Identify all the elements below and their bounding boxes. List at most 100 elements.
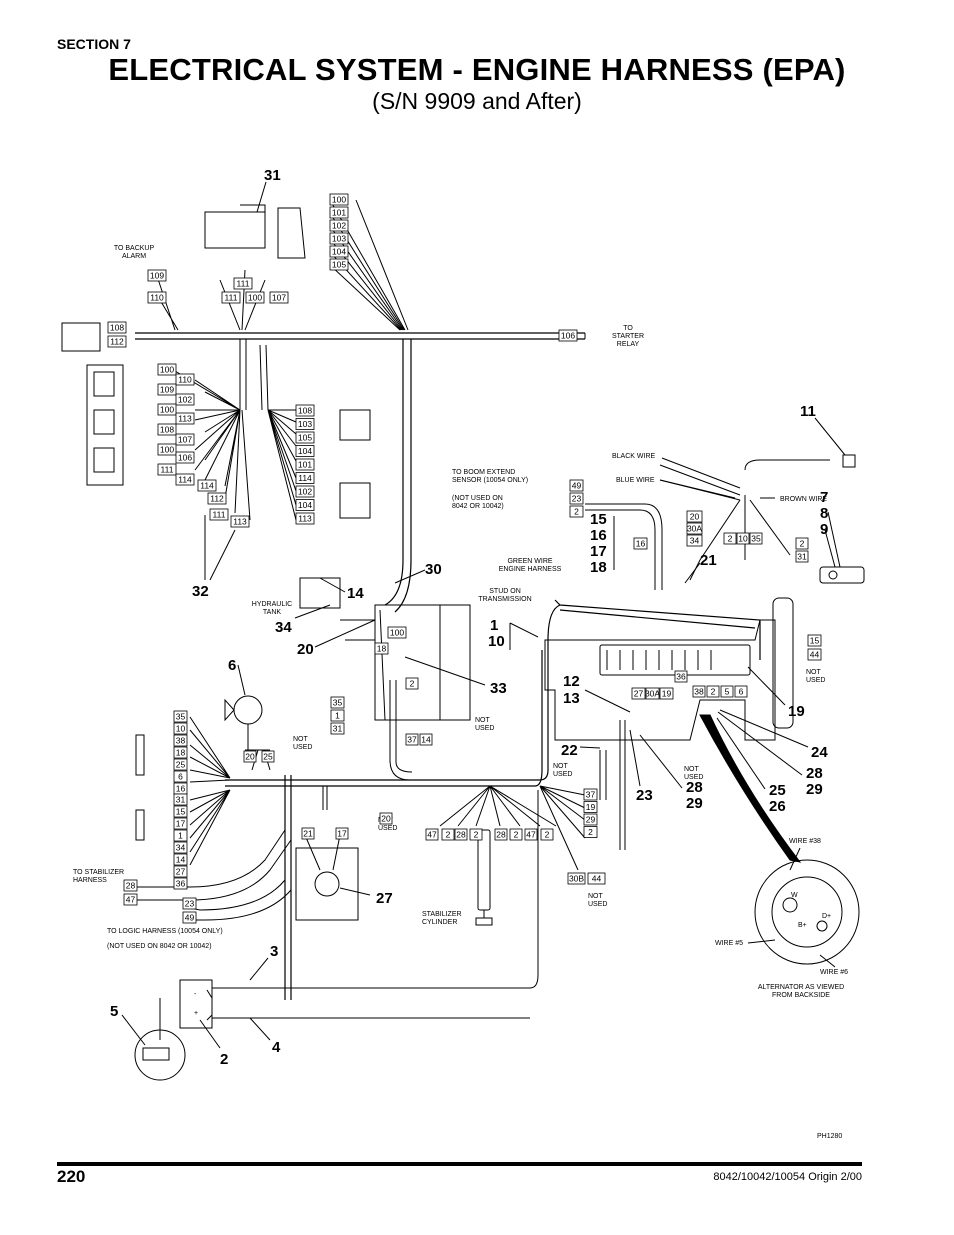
wire-number: 2 [474, 830, 479, 840]
callout-c11: 11 [800, 403, 816, 420]
section-label: SECTION 7 [57, 36, 131, 52]
wire-number-box [329, 245, 349, 258]
leader-12-13 [584, 689, 631, 713]
note-alt_w: W [791, 892, 798, 899]
note-not-used-2: NOT [553, 763, 569, 770]
wire-number-box [558, 329, 578, 342]
wire-number-box [295, 445, 315, 457]
wire-number-box [173, 865, 188, 878]
wire-number-box [469, 828, 483, 841]
leader-14 [319, 577, 346, 593]
wire-number-box [173, 805, 188, 818]
callout-c16: 16 [590, 527, 607, 544]
leader-30 [394, 569, 426, 584]
leader-wire38 [789, 847, 801, 871]
wire-number-box [175, 451, 195, 464]
wire-number: 101 [298, 460, 312, 470]
note-boom_extend: SENSOR (10054 ONLY) [452, 477, 528, 484]
engine-block [544, 619, 776, 741]
note-wire38: WIRE #38 [789, 838, 821, 845]
wire-number: 106 [178, 453, 192, 463]
sensor-11 [842, 454, 856, 468]
note-backup_alarm: TO BACKUP [114, 245, 155, 252]
battery-box [179, 979, 213, 1029]
wire-number: 100 [248, 293, 262, 303]
note-not-used-5: NOT [588, 893, 604, 900]
callout-c29a: 29 [686, 795, 703, 812]
wire-number: 100 [160, 445, 174, 455]
note-plus: + [194, 1010, 198, 1017]
wire-number: 103 [332, 234, 346, 244]
leader-34 [294, 604, 331, 619]
note-stabilizer_cylinder: STABILIZER [422, 911, 462, 918]
wire-number: 18 [176, 748, 186, 758]
leader-4 [249, 1017, 271, 1041]
wire-number-box [173, 734, 188, 747]
wire-number: 2 [545, 830, 550, 840]
wire-number: 2 [728, 534, 733, 544]
wire-number: 15 [810, 636, 820, 646]
wire-number-box [173, 829, 188, 842]
callout-c8: 8 [820, 505, 828, 522]
note-not-used-4: USED [806, 677, 825, 684]
wire-number-box [329, 206, 349, 219]
wire-number-box [157, 383, 177, 396]
note-not_used_logic: (NOT USED ON 8042 OR 10042) [107, 943, 212, 950]
leader-27 [339, 887, 371, 896]
wire-number: 10 [176, 724, 186, 734]
note-green_wire: ENGINE HARNESS [499, 566, 562, 573]
note-alternator: ALTERNATOR AS VIEWED [758, 984, 844, 991]
callout-c33: 33 [490, 680, 507, 697]
wire-number-box [157, 443, 177, 456]
callout-c3: 3 [270, 943, 278, 960]
note-not-used-2: USED [553, 771, 572, 778]
wire-number: 35 [751, 534, 761, 544]
wire-number: 49 [572, 481, 582, 491]
note-starter_relay: STARTER [612, 333, 644, 340]
bracket-b [135, 809, 145, 841]
lower-right-cable [599, 720, 626, 850]
wire-number-box [157, 363, 177, 376]
wire-number-box [686, 534, 703, 547]
wire-number: 28 [456, 830, 466, 840]
note-stabilizer_cylinder: CYLINDER [422, 919, 457, 926]
wire-number: 27 [634, 689, 644, 699]
boom-sensor-line [585, 503, 663, 590]
stabilizer-fan [439, 785, 557, 827]
callout-c26: 26 [769, 798, 786, 815]
page-number: 220 [57, 1167, 86, 1186]
wire-number-box [295, 431, 315, 444]
wire-number: 2 [410, 679, 415, 689]
wire-number: 30A [687, 524, 702, 534]
note-not-used-1: USED [475, 725, 494, 732]
wire-number: 114 [200, 481, 214, 491]
wire-number: 2 [800, 539, 805, 549]
note-not_used_8042: (NOT USED ON [452, 495, 503, 502]
diagram-artwork [61, 181, 865, 1081]
note-wire6: WIRE #6 [820, 969, 848, 976]
note-not-used-4: NOT [806, 669, 822, 676]
wire-number: 100 [160, 405, 174, 415]
wire-number: 113 [298, 514, 312, 524]
wire-number: 27 [176, 867, 186, 877]
leader-23 [629, 729, 641, 787]
stab-harness [189, 879, 292, 921]
wire-number-box [329, 219, 349, 232]
top-connector [204, 211, 266, 249]
wire-number-box [295, 418, 315, 430]
note-not-used-3: NOT [684, 766, 700, 773]
relay-connector [339, 409, 371, 441]
wire-number: 110 [178, 375, 192, 385]
wire-number-box [387, 626, 407, 639]
wire-number-box [631, 687, 646, 700]
callout-c34: 34 [275, 619, 292, 636]
note-alternator: FROM BACKSIDE [772, 992, 830, 999]
wire-number-box [295, 499, 315, 511]
wire-number: 104 [298, 446, 312, 456]
wire-number-box [233, 277, 253, 290]
wire-number: 31 [176, 795, 186, 805]
wire-number-box [329, 232, 349, 245]
fan-top [329, 199, 409, 331]
wire-number-box [175, 433, 195, 446]
wire-number-box [197, 479, 217, 492]
